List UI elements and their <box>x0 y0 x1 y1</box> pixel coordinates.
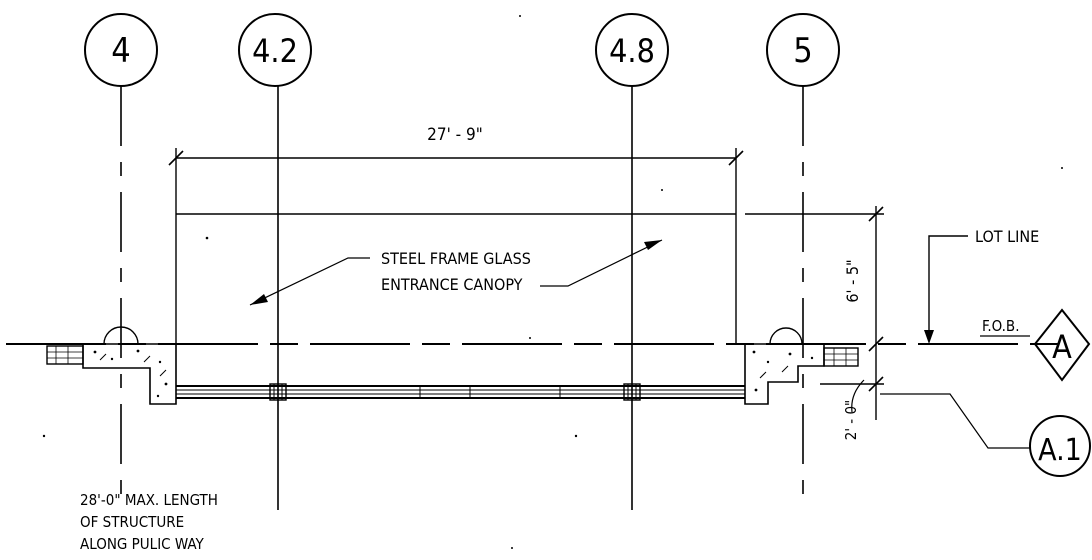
grid-lines <box>120 86 804 510</box>
note-line-3: ALONG PULIC WAY <box>80 535 204 553</box>
lot-line-callout: LOT LINE <box>924 227 1039 344</box>
canopy-beam <box>176 383 745 401</box>
grid-bubble-4-2-label: 4.2 <box>252 32 298 70</box>
grid-bubble-4-label: 4 <box>111 31 130 71</box>
canopy-label: STEEL FRAME GLASS ENTRANCE CANOPY <box>249 239 663 306</box>
note-line-2: OF STRUCTURE <box>80 513 184 531</box>
grid-bubble-5: 5 <box>766 13 840 87</box>
dimension-setback-text: 2' - 0" <box>842 400 860 441</box>
section-marker-a1: A.1 <box>851 379 1091 477</box>
dimension-canopy-width-text: 27' - 9" <box>427 125 483 145</box>
grid-bubble-5-label: 5 <box>793 31 812 71</box>
note-line-1: 28'-0" MAX. LENGTH <box>80 491 218 509</box>
section-marker-a-label: A <box>1052 328 1072 366</box>
grid-bubble-4-2: 4.2 <box>238 13 312 87</box>
dimension-setback: 2' - 0" <box>820 383 884 441</box>
fob-label: F.O.B. <box>982 317 1019 335</box>
grid-bubble-4-8-label: 4.8 <box>609 32 655 70</box>
canopy-outline <box>175 213 737 344</box>
wall-section-left <box>46 326 177 405</box>
section-marker-a1-label: A.1 <box>1038 433 1082 468</box>
section-marker-a: F.O.B. A <box>980 308 1091 382</box>
lot-line-label: LOT LINE <box>975 227 1039 246</box>
dimension-canopy-depth: 6' - 5" <box>745 206 884 420</box>
canopy-label-line2: ENTRANCE CANOPY <box>381 275 523 294</box>
grid-bubble-4-8: 4.8 <box>595 13 669 87</box>
canopy-label-line1: STEEL FRAME GLASS <box>381 249 531 268</box>
wall-section-right <box>744 327 859 405</box>
dimension-canopy-width: 27' - 9" <box>168 125 744 214</box>
scan-specks <box>42 15 1063 549</box>
structure-length-note: 28'-0" MAX. LENGTH OF STRUCTURE ALONG PU… <box>80 491 218 553</box>
grid-bubble-4: 4 <box>84 13 158 87</box>
dimension-canopy-depth-text: 6' - 5" <box>843 259 862 302</box>
